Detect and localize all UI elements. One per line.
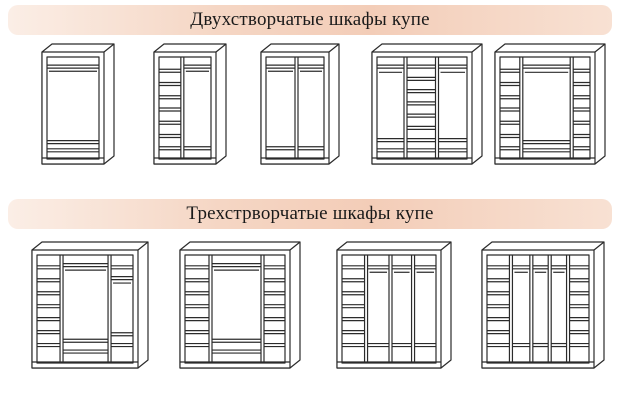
wardrobe-two-door-5 bbox=[494, 43, 606, 165]
wardrobe-three-door-3 bbox=[336, 241, 452, 369]
wardrobe-two-door-1 bbox=[41, 43, 115, 165]
wardrobe-three-door-4 bbox=[481, 241, 605, 369]
wardrobe-two-door-2 bbox=[153, 43, 227, 165]
section-banner-three-door: Трехстрворчатые шкафы купе bbox=[8, 199, 612, 229]
wardrobe-three-door-2 bbox=[179, 241, 301, 369]
section-title-two-door: Двухстворчатые шкафы купе bbox=[190, 9, 430, 30]
wardrobe-two-door-3 bbox=[260, 43, 340, 165]
section-banner-two-door: Двухстворчатые шкафы купе bbox=[8, 5, 612, 35]
section-title-three-door: Трехстрворчатые шкафы купе bbox=[186, 203, 434, 224]
wardrobe-three-door-1 bbox=[31, 241, 149, 369]
wardrobe-two-door-4 bbox=[371, 43, 483, 165]
